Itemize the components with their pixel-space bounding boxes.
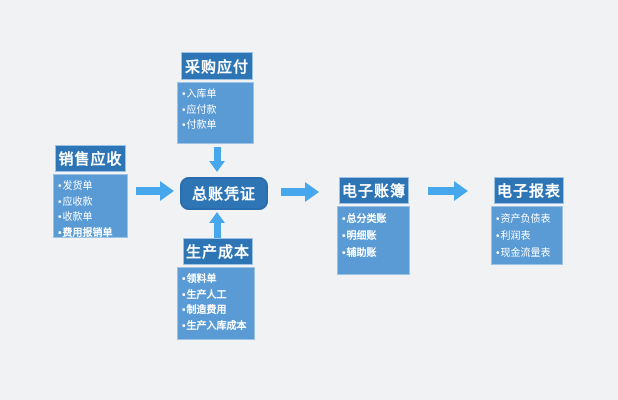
list-item: 领料单 [182, 272, 252, 288]
purchase-box-header: 采购应付 [181, 52, 253, 80]
ledger-box-title: 电子账簿 [341, 183, 406, 200]
arrow-ledger-to-report-icon [428, 181, 468, 201]
list-item: 资产负债表 [496, 211, 560, 228]
voucher-node-label: 总账凭证 [191, 186, 256, 203]
production-box-title: 生产成本 [185, 244, 250, 261]
list-item: 现金流量表 [496, 245, 560, 262]
report-box-title: 电子报表 [496, 183, 561, 200]
list-item: 生产人工 [182, 288, 252, 304]
purchase-box-title: 采购应付 [184, 58, 249, 76]
list-item: 辅助账 [342, 245, 407, 262]
list-item: 利润表 [496, 228, 560, 245]
sales-box-header: 销售应收 [55, 145, 126, 172]
list-item: 应收款 [58, 195, 125, 211]
list-item: 应付款 [182, 103, 251, 119]
arrow-voucher-to-ledger-icon [281, 182, 319, 202]
arrow-purchase-to-voucher-icon [209, 147, 225, 172]
purchase-box-body: 入库单 应付款 付款单 [177, 82, 254, 144]
list-item: 总分类账 [342, 211, 407, 228]
list-item: 收款单 [58, 210, 125, 226]
list-item: 明细账 [342, 228, 407, 245]
voucher-node: 总账凭证 [180, 177, 268, 210]
list-item: 入库单 [182, 87, 251, 103]
report-box-body: 资产负债表 利润表 现金流量表 [491, 206, 563, 265]
list-item: 制造费用 [182, 303, 252, 319]
ledger-box-header: 电子账簿 [339, 177, 409, 204]
sales-box-body: 发货单 应收款 收款单 费用报销单 [53, 174, 128, 239]
list-item: 生产入库成本 [182, 319, 252, 335]
ledger-box-body: 总分类账 明细账 辅助账 [337, 206, 410, 275]
report-box-header: 电子报表 [494, 177, 564, 204]
list-item: 费用报销单 [58, 226, 125, 242]
list-item: 付款单 [182, 118, 251, 134]
arrow-production-to-voucher-icon [209, 212, 225, 238]
list-item: 发货单 [58, 179, 125, 195]
arrow-sales-to-voucher-icon [136, 181, 174, 201]
production-box-header: 生产成本 [183, 238, 253, 265]
sales-box-title: 销售应收 [58, 151, 123, 168]
production-box-body: 领料单 生产人工 制造费用 生产入库成本 [177, 267, 255, 340]
